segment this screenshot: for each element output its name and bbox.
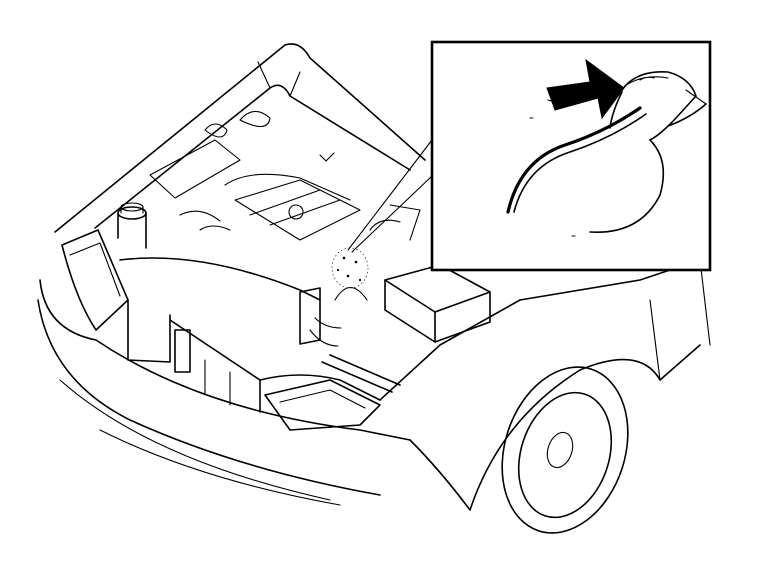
front-grille (119, 257, 381, 413)
engine-bay-components (149, 110, 421, 241)
callout-leader (347, 139, 433, 253)
left-headlight (61, 229, 129, 331)
battery-box (384, 264, 491, 343)
highlight-location (331, 247, 369, 301)
open-hood (54, 43, 426, 233)
right-headlight (264, 379, 381, 431)
front-bumper (37, 279, 411, 506)
right-fender (379, 259, 711, 511)
front-cross-member (299, 287, 401, 393)
detail-inset (430, 40, 712, 272)
front-wheel (501, 366, 629, 534)
coolant-reservoir (117, 202, 147, 249)
callout-arrow-icon (546, 58, 625, 120)
